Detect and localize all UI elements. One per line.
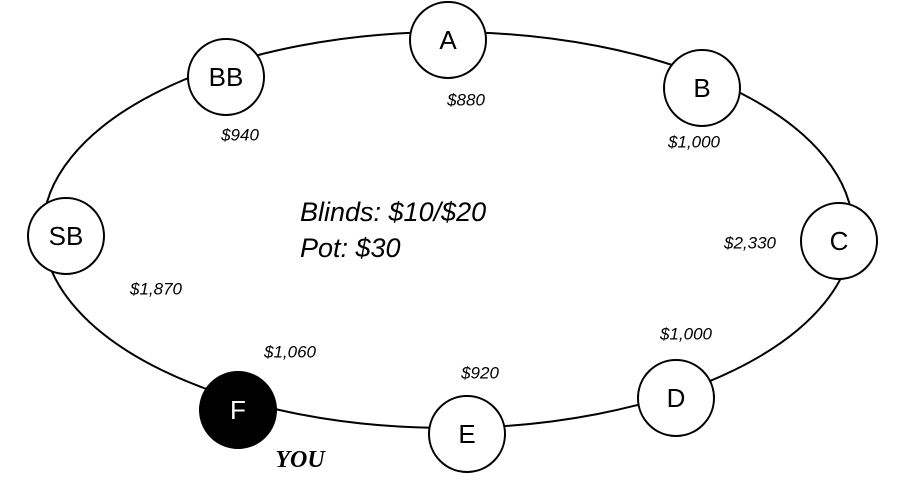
seat-A-label: A (439, 25, 457, 55)
seat-A: A $880 (409, 1, 487, 110)
seat-SB-label: SB (49, 221, 84, 251)
seat-C-marker (800, 202, 878, 280)
seat-F-label: F (230, 395, 246, 425)
seat-BB-label: BB (209, 62, 244, 92)
seat-D: D $1,000 (637, 325, 715, 437)
seat-D-label: D (667, 383, 686, 413)
seat-A-marker (409, 1, 487, 79)
seat-BB-stack: $940 (220, 126, 259, 145)
seat-A-stack: $880 (446, 91, 485, 110)
seat-SB-stack: $1,870 (129, 280, 183, 299)
seat-E: E $920 (428, 364, 506, 473)
seat-B-marker (663, 49, 741, 127)
seat-B: B $1,000 (663, 49, 741, 152)
seat-C-stack: $2,330 (723, 234, 777, 253)
seat-C: C $2,330 (723, 202, 878, 280)
seat-D-stack: $1,000 (659, 325, 713, 344)
seat-E-stack: $920 (460, 364, 499, 383)
seat-E-label: E (458, 419, 475, 449)
seat-B-stack: $1,000 (667, 133, 721, 152)
you-tag: YOU (275, 447, 326, 473)
seat-BB: BB $940 (187, 38, 265, 145)
seat-BB-marker (187, 38, 265, 116)
seat-B-label: B (693, 73, 710, 103)
seat-SB-marker (27, 197, 105, 275)
seat-D-marker (637, 359, 715, 437)
seat-C-label: C (830, 226, 849, 256)
seat-F-marker (199, 371, 277, 449)
blinds-text: Blinds: $10/$20 (300, 197, 486, 227)
seat-SB: SB $1,870 (27, 197, 183, 299)
seat-F-you: F $1,060 YOU (199, 343, 326, 473)
seat-F-stack: $1,060 (263, 343, 317, 362)
pot-text: Pot: $30 (300, 233, 401, 263)
seat-E-marker (428, 395, 506, 473)
